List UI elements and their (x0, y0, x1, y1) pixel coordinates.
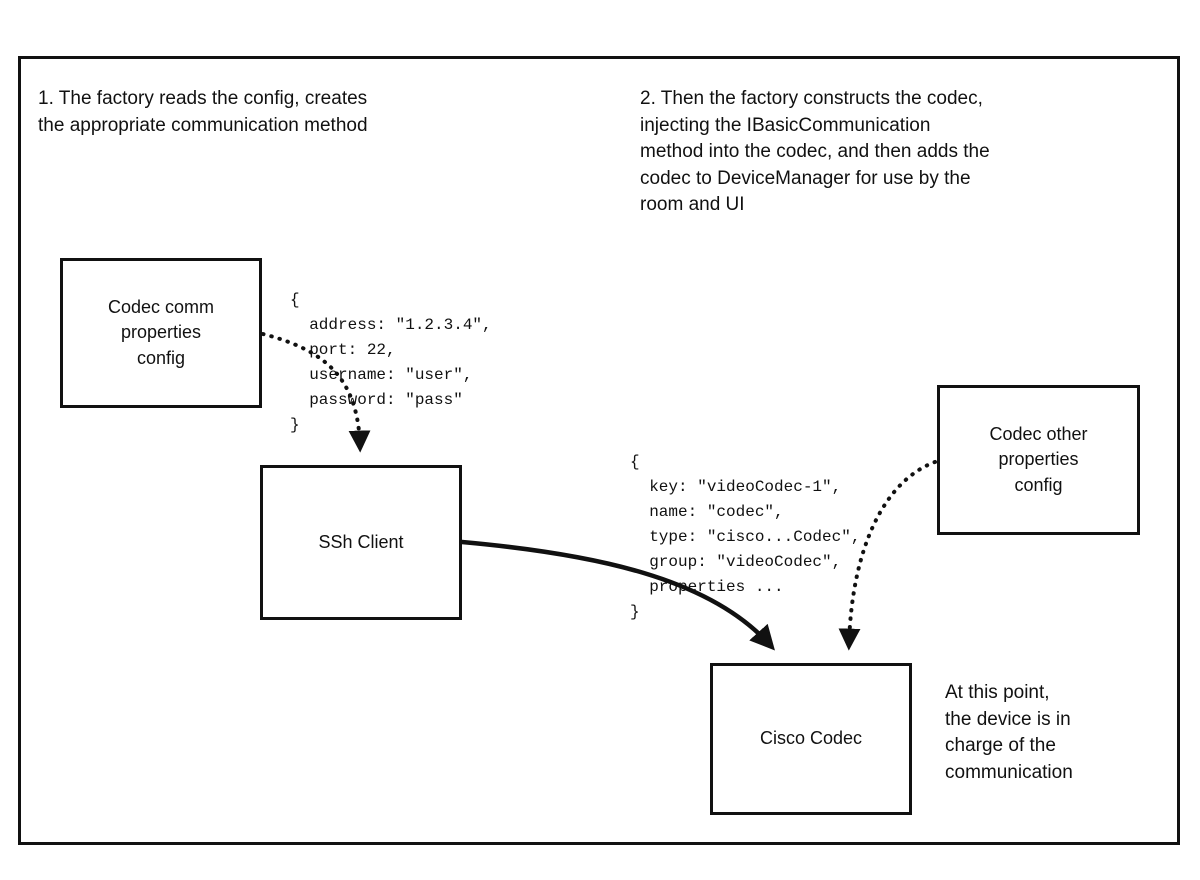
comm-properties-code: { address: "1.2.3.4", port: 22, username… (290, 291, 492, 434)
cisco-codec-label: Cisco Codec (759, 728, 863, 749)
codec-other-config-label: Codec other properties config (989, 424, 1088, 495)
step2-note: 2. Then the factory constructs the codec… (640, 88, 990, 216)
at-this-point-note: At this point, the device is in charge o… (945, 682, 1073, 783)
codec-comm-config-box: Codec comm properties config (60, 258, 262, 408)
codec-comm-config-label: Codec comm properties config (107, 297, 215, 368)
ssh-client-box: SSh Client (260, 465, 462, 620)
step1-note: 1. The factory reads the config, creates… (38, 88, 368, 136)
cisco-codec-box: Cisco Codec (710, 663, 912, 815)
codec-properties-code: { key: "videoCodec-1", name: "codec", ty… (630, 453, 861, 621)
ssh-client-label: SSh Client (318, 531, 404, 552)
diagram-border (18, 56, 1180, 845)
codec-other-config-box: Codec other properties config (937, 385, 1140, 535)
